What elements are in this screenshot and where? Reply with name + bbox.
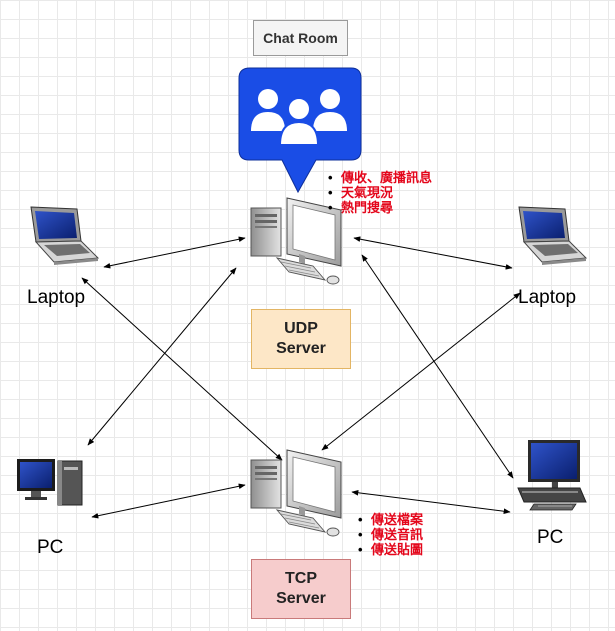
pc-right-icon — [517, 439, 587, 511]
udp-server-label: UDP Server — [251, 309, 351, 369]
pc-left-icon — [16, 458, 83, 506]
udp-feature-item: 熱門搜尋 — [328, 200, 432, 215]
chat-room-title: Chat Room — [253, 20, 348, 56]
link-pcL-udp — [87, 267, 237, 446]
link-udp-pcR — [361, 254, 514, 479]
pc-left-label: PC — [37, 537, 64, 558]
laptop-right-label: Laptop — [518, 287, 577, 308]
link-laptopR-tcp — [321, 292, 521, 451]
link-pcL-tcp — [91, 483, 246, 519]
laptop-right-icon — [518, 206, 587, 266]
link-udp-laptopR — [353, 236, 513, 270]
tcp-server-computer-icon — [250, 449, 342, 537]
udp-feature-item: 天氣現況 — [328, 185, 432, 200]
link-laptopL-tcp — [81, 277, 283, 461]
laptop-left-label: Laptop — [27, 287, 86, 308]
tcp-feature-item: 傳送音訊 — [358, 527, 423, 542]
tcp-feature-item: 傳送檔案 — [358, 512, 423, 527]
group-chat-icon — [238, 67, 362, 194]
link-laptopL-udp — [103, 236, 246, 269]
udp-feature-item: 傳收、廣播訊息 — [328, 170, 432, 185]
laptop-left-icon — [30, 206, 99, 266]
pc-right-label: PC — [537, 527, 564, 548]
tcp-feature-item: 傳送貼圖 — [358, 542, 423, 557]
tcp-server-label: TCP Server — [251, 559, 351, 619]
udp-feature-list: 傳收、廣播訊息 天氣現況 熱門搜尋 — [328, 170, 432, 215]
tcp-feature-list: 傳送檔案 傳送音訊 傳送貼圖 — [358, 512, 423, 557]
link-tcp-pcR — [351, 490, 511, 514]
